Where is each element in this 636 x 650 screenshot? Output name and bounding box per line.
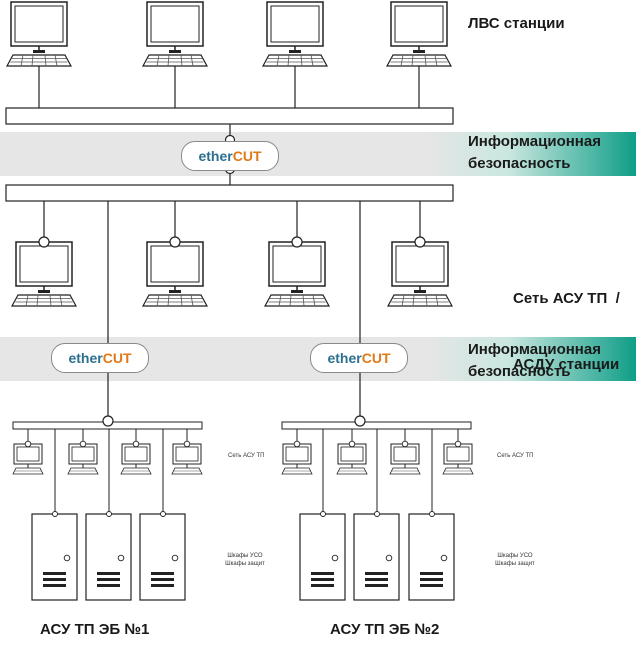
connector-node-icon — [414, 236, 426, 248]
unit-2-title: АСУ ТП ЭБ №2 — [330, 621, 440, 638]
ethercut-ether-text: ether — [198, 148, 233, 164]
infosec-label-top: Информационная безопасность — [468, 131, 601, 175]
ethercut-device-unit-1: etherCUT — [51, 343, 149, 373]
small-network-label-1: Сеть АСУ ТП — [228, 453, 265, 459]
computer-icon — [6, 1, 72, 67]
computer-icon — [171, 443, 203, 475]
server-cabinet-icon — [139, 513, 186, 601]
cabinets-line-2: Шкафы защит — [495, 561, 535, 567]
ethercut-device-top: etherCUT — [181, 141, 279, 171]
network-line-1: Сеть АСУ ТП / — [513, 290, 620, 307]
computer-icon — [11, 241, 77, 307]
computer-icon — [12, 443, 44, 475]
computer-icon — [264, 241, 330, 307]
server-cabinet-icon — [353, 513, 400, 601]
computer-icon — [442, 443, 474, 475]
cabinets-line-1: Шкафы УСО — [227, 553, 263, 559]
connector-node-icon — [38, 236, 50, 248]
network-line-2: АСДУ станции — [513, 356, 620, 373]
asu-bus — [5, 184, 454, 202]
unit-2-network — [281, 415, 474, 601]
computer-icon — [281, 443, 313, 475]
cabinets-line-1: Шкафы УСО — [497, 553, 533, 559]
ethercut-ether-text: ether — [68, 350, 103, 366]
ethercut-cut-text: CUT — [232, 148, 262, 164]
computer-icon — [389, 443, 421, 475]
connector-node-icon — [102, 415, 114, 427]
connector-node-icon — [354, 415, 366, 427]
ethercut-device-unit-2: etherCUT — [310, 343, 408, 373]
lvs-computers — [6, 1, 452, 67]
computer-icon — [120, 443, 152, 475]
computer-icon — [142, 1, 208, 67]
server-cabinet-icon — [31, 513, 78, 601]
infosec-line-2: безопасность — [468, 155, 571, 172]
connector-node-icon — [169, 236, 181, 248]
unit-1-network — [12, 415, 203, 601]
server-cabinet-icon — [85, 513, 132, 601]
connector-node-icon — [291, 236, 303, 248]
infosec-line-2: безопасность — [468, 363, 571, 380]
infosec-line-1: Информационная — [468, 341, 601, 358]
lvs-label: ЛВС станции — [468, 15, 565, 32]
infosec-line-1: Информационная — [468, 133, 601, 150]
computer-icon — [387, 241, 453, 307]
server-cabinet-icon — [299, 513, 346, 601]
small-network-label-2: Сеть АСУ ТП — [497, 453, 534, 459]
ethercut-ether-text: ether — [327, 350, 362, 366]
server-cabinet-icon — [408, 513, 455, 601]
computer-icon — [262, 1, 328, 67]
computer-icon — [67, 443, 99, 475]
ethercut-cut-text: CUT — [361, 350, 391, 366]
computer-icon — [336, 443, 368, 475]
ethercut-cut-text: CUT — [102, 350, 132, 366]
asu-computers — [11, 241, 453, 307]
cabinets-line-2: Шкафы защит — [225, 561, 265, 567]
unit-1-title: АСУ ТП ЭБ №1 — [40, 621, 150, 638]
network-label: Сеть АСУ ТП / АСДУ станции — [513, 244, 620, 398]
lvs-bus — [5, 107, 454, 125]
infosec-label-bottom: Информационная безопасность — [468, 339, 601, 383]
computer-icon — [386, 1, 452, 67]
cabinets-label-1: Шкафы УСО Шкафы защит — [220, 552, 270, 568]
cabinets-label-2: Шкафы УСО Шкафы защит — [490, 552, 540, 568]
infosec-band-top — [0, 132, 636, 176]
computer-icon — [142, 241, 208, 307]
